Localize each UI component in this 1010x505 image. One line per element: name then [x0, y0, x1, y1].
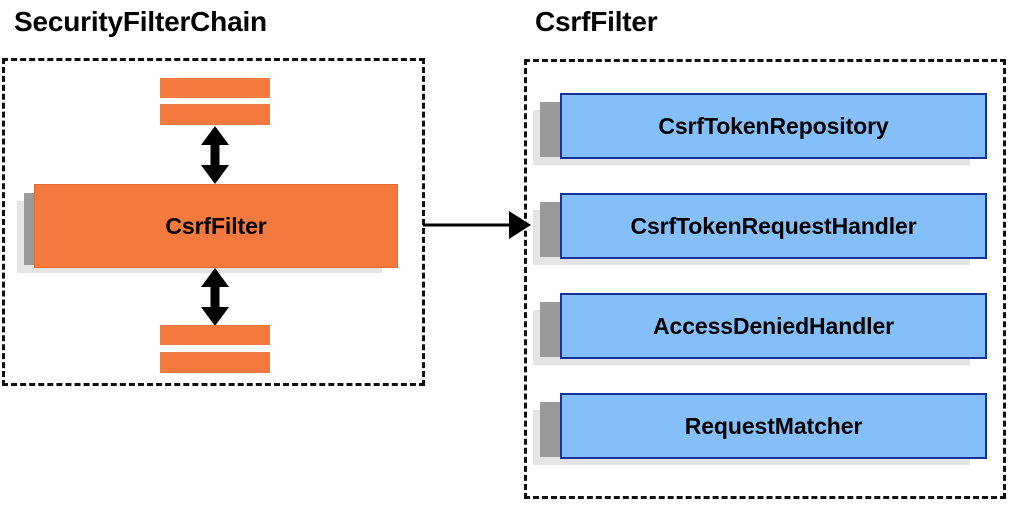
collaborator-box-accessdeniedhandler[interactable]: AccessDeniedHandler	[533, 293, 1007, 375]
arrowhead-up-icon	[201, 126, 229, 145]
security-filter-chain-container	[2, 58, 425, 386]
connector-arrow-csrffilter-to-detail	[423, 211, 531, 239]
arrow-above-csrffilter	[200, 126, 230, 184]
filter-bar-above-2	[160, 104, 270, 125]
collaborator-label: AccessDeniedHandler	[560, 293, 987, 359]
filter-bar-below-2	[160, 352, 270, 373]
collaborator-label: RequestMatcher	[560, 393, 987, 459]
collaborator-label: CsrfTokenRequestHandler	[560, 193, 987, 259]
collaborator-label: CsrfTokenRepository	[560, 93, 987, 159]
csrffilter-detail-container	[524, 59, 1006, 499]
filter-bar-above-1	[160, 78, 270, 98]
page-title-security-filter-chain: SecurityFilterChain	[14, 6, 267, 37]
arrow-below-csrffilter	[200, 268, 230, 326]
arrowhead-down-icon	[201, 165, 229, 184]
collaborator-box-csrftokenrepository[interactable]: CsrfTokenRepository	[533, 93, 1007, 175]
connector-shaft	[423, 223, 511, 227]
arrow-shaft	[210, 140, 220, 170]
collaborator-box-requestmatcher[interactable]: RequestMatcher	[533, 393, 1007, 475]
filter-bar-below-1	[160, 325, 270, 345]
csrffilter-box[interactable]: CsrfFilter	[17, 184, 415, 292]
csrffilter-label: CsrfFilter	[34, 184, 398, 268]
arrow-shaft	[210, 282, 220, 312]
collaborator-box-csrftokenrequesthandler[interactable]: CsrfTokenRequestHandler	[533, 193, 1007, 275]
page-title-csrffilter: CsrfFilter	[535, 6, 658, 37]
arrowhead-up-icon	[201, 268, 229, 287]
arrowhead-down-icon	[201, 307, 229, 326]
